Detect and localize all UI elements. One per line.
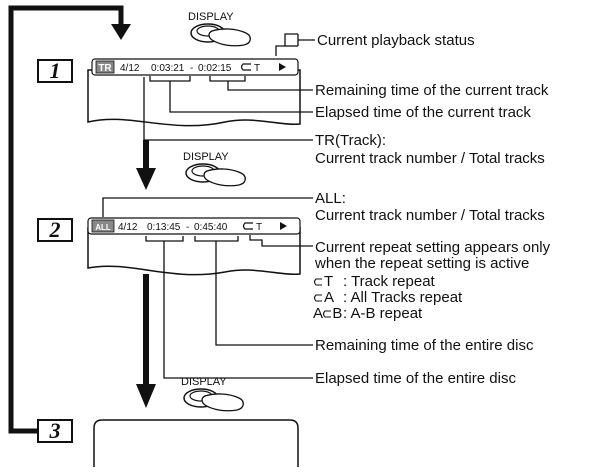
track-mode-icon (95, 60, 115, 74)
screen-1-track: 4/12 (120, 63, 140, 74)
repeat-icon (242, 222, 253, 230)
callout-remaining-track: Remaining time of the current track (315, 82, 549, 99)
screen-2-repeat: T (256, 222, 262, 233)
callout-remaining-disc: Remaining time of the entire disc (315, 337, 534, 354)
repeat-symbol-1: T (324, 273, 333, 290)
callout-tr-title: TR(Track): (315, 132, 386, 149)
play-icon (280, 222, 287, 230)
display-button-label-2: DISPLAY (183, 151, 229, 163)
screen-3 (93, 419, 299, 467)
step-1-box: 1 (37, 58, 73, 83)
return-loop-arrowhead (111, 24, 131, 40)
repeat-desc-3: : A-B repeat (343, 305, 423, 322)
repeat-symbol-2: A (324, 289, 334, 306)
screen-2-mode: ALL (95, 223, 111, 232)
callout-repeat-line1: Current repeat setting appears only (315, 239, 551, 256)
repeat-symbol-3: A B (313, 305, 345, 322)
repeat-icon (313, 278, 322, 286)
screen-2-elapsed: 0:13:45 (147, 222, 181, 233)
screen-1-mode: TR (98, 63, 112, 74)
step-1-number: 1 (50, 58, 61, 83)
repeat-legend: T : Track repeat A : All Tracks repeat A… (313, 273, 463, 322)
screen-2-track: 4/12 (118, 222, 138, 233)
step-3-number: 3 (49, 418, 61, 443)
repeat-icon (240, 63, 251, 71)
callout-all-desc: Current track number / Total tracks (315, 207, 545, 224)
callout-elapsed-disc: Elapsed time of the entire disc (315, 370, 516, 387)
play-icon (279, 63, 286, 71)
return-loop-arrow (8, 5, 124, 434)
step-arrow-1-2 (136, 140, 156, 190)
display-button-1[interactable]: DISPLAY (188, 11, 251, 47)
callout-all-title: ALL: (315, 190, 346, 207)
all-mode-icon (91, 219, 115, 233)
callout-tr-desc: Current track number / Total tracks (315, 150, 545, 167)
repeat-icon (313, 294, 322, 302)
step-3-box: 3 (37, 418, 73, 443)
callout-lines-1 (143, 33, 315, 141)
repeat-icon (322, 310, 331, 318)
step-arrow-2-3 (136, 274, 156, 408)
screen-1-sep: - (190, 63, 193, 74)
screen-1-repeat: T (254, 63, 260, 74)
pointing-hand-icon (203, 168, 246, 187)
callout-lines-2 (102, 197, 313, 379)
display-button-label-3: DISPLAY (181, 376, 227, 388)
screen-2: ALL 4/12 0:13:45 - 0:45:40 T (87, 217, 301, 276)
display-button-label-1: DISPLAY (188, 11, 234, 23)
pointing-hand-icon (201, 393, 244, 412)
screen-1-remaining: 0:02:15 (198, 63, 232, 74)
repeat-desc-2: : All Tracks repeat (343, 289, 463, 306)
display-button-2[interactable]: DISPLAY (183, 151, 246, 187)
screen-1: TR 4/12 0:03:21 - 0:02:15 T (87, 58, 301, 127)
screen-2-remaining: 0:45:40 (194, 222, 228, 233)
screen-1-elapsed: 0:03:21 (151, 63, 185, 74)
step-2-box: 2 (37, 217, 73, 242)
repeat-desc-1: : Track repeat (343, 273, 436, 290)
screen-2-sep: - (186, 222, 189, 233)
callout-repeat-line2: when the repeat setting is active (314, 255, 529, 272)
display-button-3[interactable]: DISPLAY (181, 376, 244, 412)
callout-playback-status: Current playback status (317, 32, 475, 49)
pointing-hand-icon (208, 28, 251, 47)
callout-elapsed-track: Elapsed time of the current track (315, 104, 531, 121)
step-2-number: 2 (49, 217, 61, 242)
